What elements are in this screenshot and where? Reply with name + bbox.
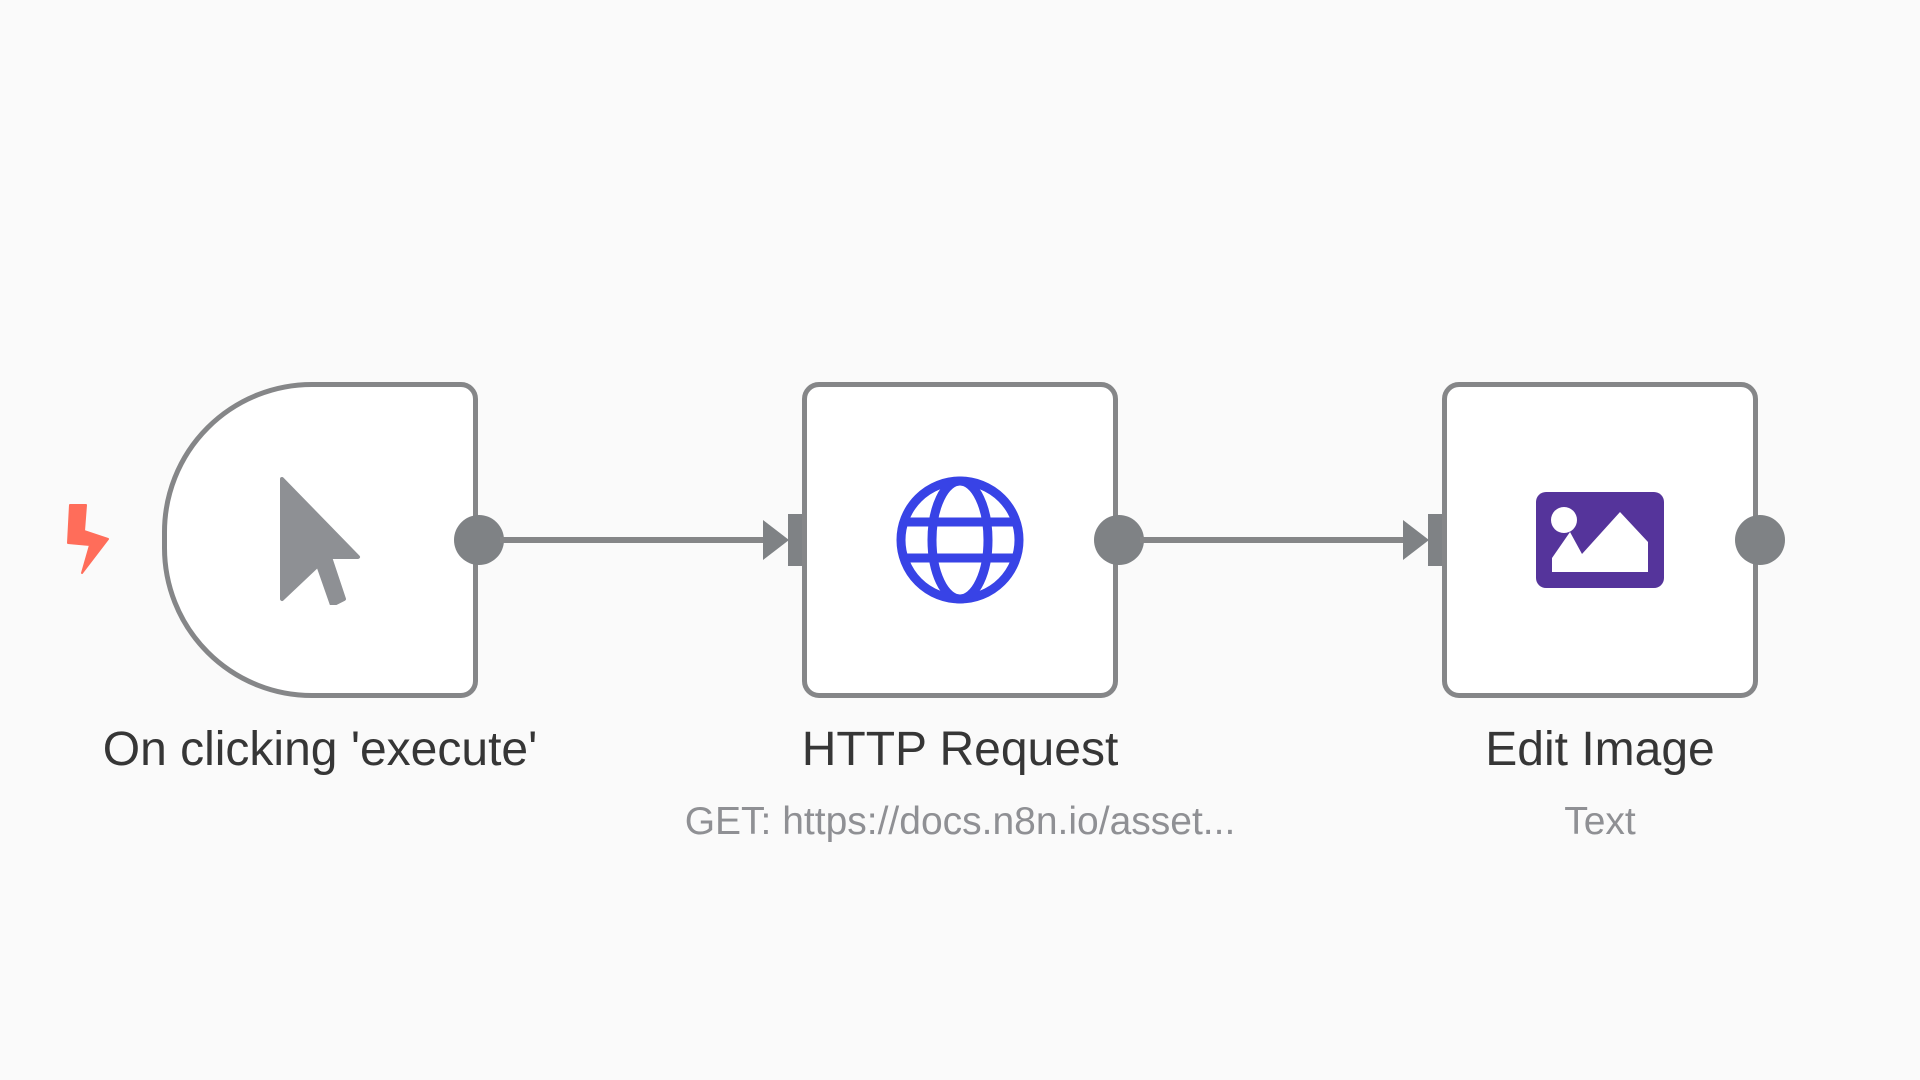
node-http-request[interactable] — [802, 382, 1118, 698]
image-icon — [1536, 492, 1664, 588]
node-3-output-port[interactable] — [1735, 515, 1785, 565]
node-1-label: On clicking 'execute' — [102, 723, 538, 776]
connection-1-2-arrow — [763, 520, 789, 560]
cursor-icon — [280, 477, 360, 605]
connection-1-2[interactable] — [500, 537, 766, 543]
connection-2-3[interactable] — [1140, 537, 1406, 543]
node-2-subtitle: GET: https://docs.n8n.io/asset... — [684, 800, 1236, 843]
node-edit-image[interactable] — [1442, 382, 1758, 698]
connection-2-3-arrow — [1403, 520, 1429, 560]
node-2-output-port[interactable] — [1094, 515, 1144, 565]
node-3-label: Edit Image — [1485, 723, 1715, 776]
node-manual-trigger[interactable] — [162, 382, 478, 698]
node-2-label: HTTP Request — [801, 723, 1119, 776]
node-3-subtitle: Text — [1564, 800, 1636, 843]
globe-icon — [896, 476, 1024, 604]
trigger-bolt-icon — [67, 504, 109, 574]
node-1-output-port[interactable] — [454, 515, 504, 565]
